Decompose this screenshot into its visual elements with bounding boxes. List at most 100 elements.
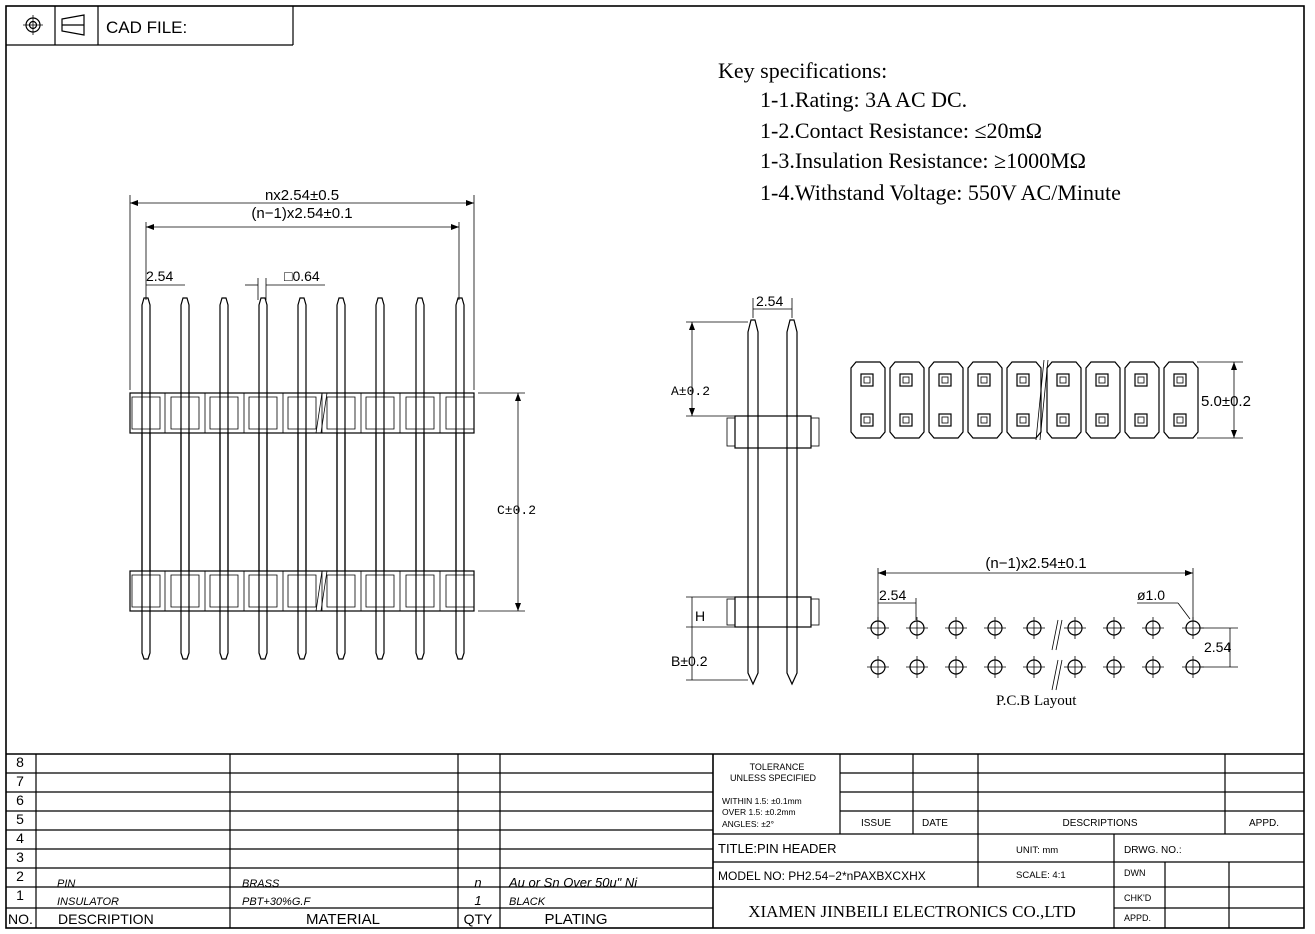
model-number: MODEL NO: PH2.54−2*nPAXBXCXHX bbox=[718, 869, 926, 883]
tolerance-over: OVER 1.5: ±0.2mm bbox=[722, 807, 796, 817]
top-cell bbox=[1006, 361, 1042, 439]
cad-file-label: CAD FILE: bbox=[106, 18, 187, 37]
bom-row-num-8: 8 bbox=[16, 754, 24, 770]
appd-label: APPD. bbox=[1124, 913, 1151, 923]
pcb-layout: (n−1)x2.54±0.1 2.54 ø1.0 2.54 P.C.B Layo… bbox=[867, 555, 1238, 709]
tolerance-angles: ANGLES: ±2° bbox=[722, 819, 774, 829]
chkd-label: CHK'D bbox=[1124, 893, 1152, 903]
top-view: 5.0±0.2 bbox=[850, 359, 1251, 441]
top-cell bbox=[1163, 361, 1199, 439]
top-pin-square bbox=[977, 413, 991, 427]
lower-insulator bbox=[129, 570, 475, 612]
bom-insulator-plating: BLACK bbox=[509, 896, 546, 908]
front-view: nx2.54±0.5 (n−1)x2.54±0.1 2.54 □0.64 C±0… bbox=[129, 187, 536, 660]
bom-header-no: NO. bbox=[8, 911, 33, 927]
front-pin bbox=[297, 297, 307, 660]
top-pin-square bbox=[1095, 413, 1109, 427]
sheet-border bbox=[5, 5, 1305, 929]
top-cell bbox=[1124, 361, 1160, 439]
dim-h: H bbox=[695, 608, 705, 624]
bom-header-qty: QTY bbox=[464, 911, 493, 927]
bom-row-num-1: 1 bbox=[16, 887, 24, 903]
header-bar: CAD FILE: bbox=[6, 6, 294, 46]
top-cell bbox=[1085, 361, 1121, 439]
side-view: 2.54 A±0.2 H B±0.2 bbox=[671, 293, 820, 686]
bom-pin-description: PIN bbox=[57, 878, 75, 890]
bom-row-num-5: 5 bbox=[16, 811, 24, 827]
bom-insulator-qty: 1 bbox=[474, 893, 481, 908]
front-pin bbox=[375, 297, 385, 660]
bom-row-num-3: 3 bbox=[16, 849, 24, 865]
front-pin bbox=[258, 297, 268, 660]
dim-top-height: 5.0±0.2 bbox=[1201, 393, 1251, 410]
issue-header: ISSUE bbox=[861, 818, 891, 829]
projection-symbol-icon bbox=[23, 15, 43, 35]
pcb-holes bbox=[867, 617, 1204, 678]
spec-item-2: 1-2.Contact Resistance: ≤20mΩ bbox=[760, 118, 1042, 143]
dwn-label: DWN bbox=[1124, 868, 1146, 878]
front-pin bbox=[415, 297, 425, 660]
top-pin-square bbox=[977, 373, 991, 387]
dim-b: B±0.2 bbox=[671, 653, 708, 669]
top-cell bbox=[1046, 361, 1082, 439]
dim-overall-length: nx2.54±0.5 bbox=[265, 187, 339, 204]
tolerance-line-2: UNLESS SPECIFIED bbox=[730, 773, 817, 783]
bom-insulator-description: INSULATOR bbox=[57, 896, 119, 908]
bom-row-num-2: 2 bbox=[16, 868, 24, 884]
bom-insulator-material: PBT+30%G.F bbox=[242, 896, 311, 908]
dim-hole-diameter: ø1.0 bbox=[1137, 587, 1165, 603]
top-cell bbox=[928, 361, 964, 439]
drawing-number-label: DRWG. NO.: bbox=[1124, 845, 1182, 856]
bom-pin-qty: n bbox=[474, 875, 481, 890]
dim-side-pitch: 2.54 bbox=[756, 293, 783, 309]
top-pin-square bbox=[860, 373, 874, 387]
top-pin-square bbox=[1016, 373, 1030, 387]
front-pin bbox=[219, 297, 229, 660]
front-break-marks bbox=[315, 392, 328, 612]
specs-title: Key specifications: bbox=[718, 58, 887, 83]
side-insulator-lower bbox=[734, 596, 812, 628]
top-pin-square bbox=[1016, 413, 1030, 427]
pcb-caption: P.C.B Layout bbox=[996, 693, 1077, 709]
dim-pitch-front: 2.54 bbox=[146, 268, 173, 284]
top-pin-square bbox=[1134, 373, 1148, 387]
dim-a: A±0.2 bbox=[671, 384, 710, 399]
top-view-cells bbox=[850, 361, 1199, 439]
cone-projection-icon bbox=[61, 14, 85, 36]
title-block: TOLERANCE UNLESS SPECIFIED WITHIN 1.5: ±… bbox=[713, 754, 1304, 928]
bom-pin-plating: Au or Sn Over 50u" Ni bbox=[508, 875, 638, 890]
top-pin-square bbox=[1095, 373, 1109, 387]
front-pin bbox=[180, 297, 190, 660]
date-header: DATE bbox=[922, 818, 948, 829]
front-pin bbox=[455, 297, 465, 660]
dim-pcb-span: (n−1)x2.54±0.1 bbox=[985, 555, 1086, 572]
front-view-pins bbox=[131, 297, 475, 660]
side-insulator-upper bbox=[734, 415, 812, 449]
top-pin-square bbox=[1056, 413, 1070, 427]
front-pin bbox=[141, 297, 151, 660]
scale-label: SCALE: 4:1 bbox=[1016, 870, 1066, 881]
top-cell bbox=[850, 361, 886, 439]
top-pin-square bbox=[1056, 373, 1070, 387]
top-cell bbox=[889, 361, 925, 439]
top-pin-square bbox=[1173, 413, 1187, 427]
dim-c: C±0.2 bbox=[497, 503, 536, 518]
unit-label: UNIT: mm bbox=[1016, 845, 1058, 856]
tolerance-line-1: TOLERANCE bbox=[750, 762, 805, 772]
company-name: XIAMEN JINBEILI ELECTRONICS CO.,LTD bbox=[748, 902, 1076, 921]
bom-row-num-4: 4 bbox=[16, 830, 24, 846]
dim-pcb-row: 2.54 bbox=[1204, 639, 1231, 655]
top-pin-square bbox=[1134, 413, 1148, 427]
bom-pin-material: BRASS bbox=[242, 878, 280, 890]
dim-pin-span: (n−1)x2.54±0.1 bbox=[251, 205, 352, 222]
top-pin-square bbox=[860, 413, 874, 427]
appd-header: APPD. bbox=[1249, 818, 1279, 829]
front-pin bbox=[336, 297, 346, 660]
top-pin-square bbox=[938, 373, 952, 387]
bom-header-material: MATERIAL bbox=[306, 911, 380, 928]
top-pin-square bbox=[1173, 373, 1187, 387]
top-cell bbox=[967, 361, 1003, 439]
bom-row-num-7: 7 bbox=[16, 773, 24, 789]
top-pin-square bbox=[938, 413, 952, 427]
